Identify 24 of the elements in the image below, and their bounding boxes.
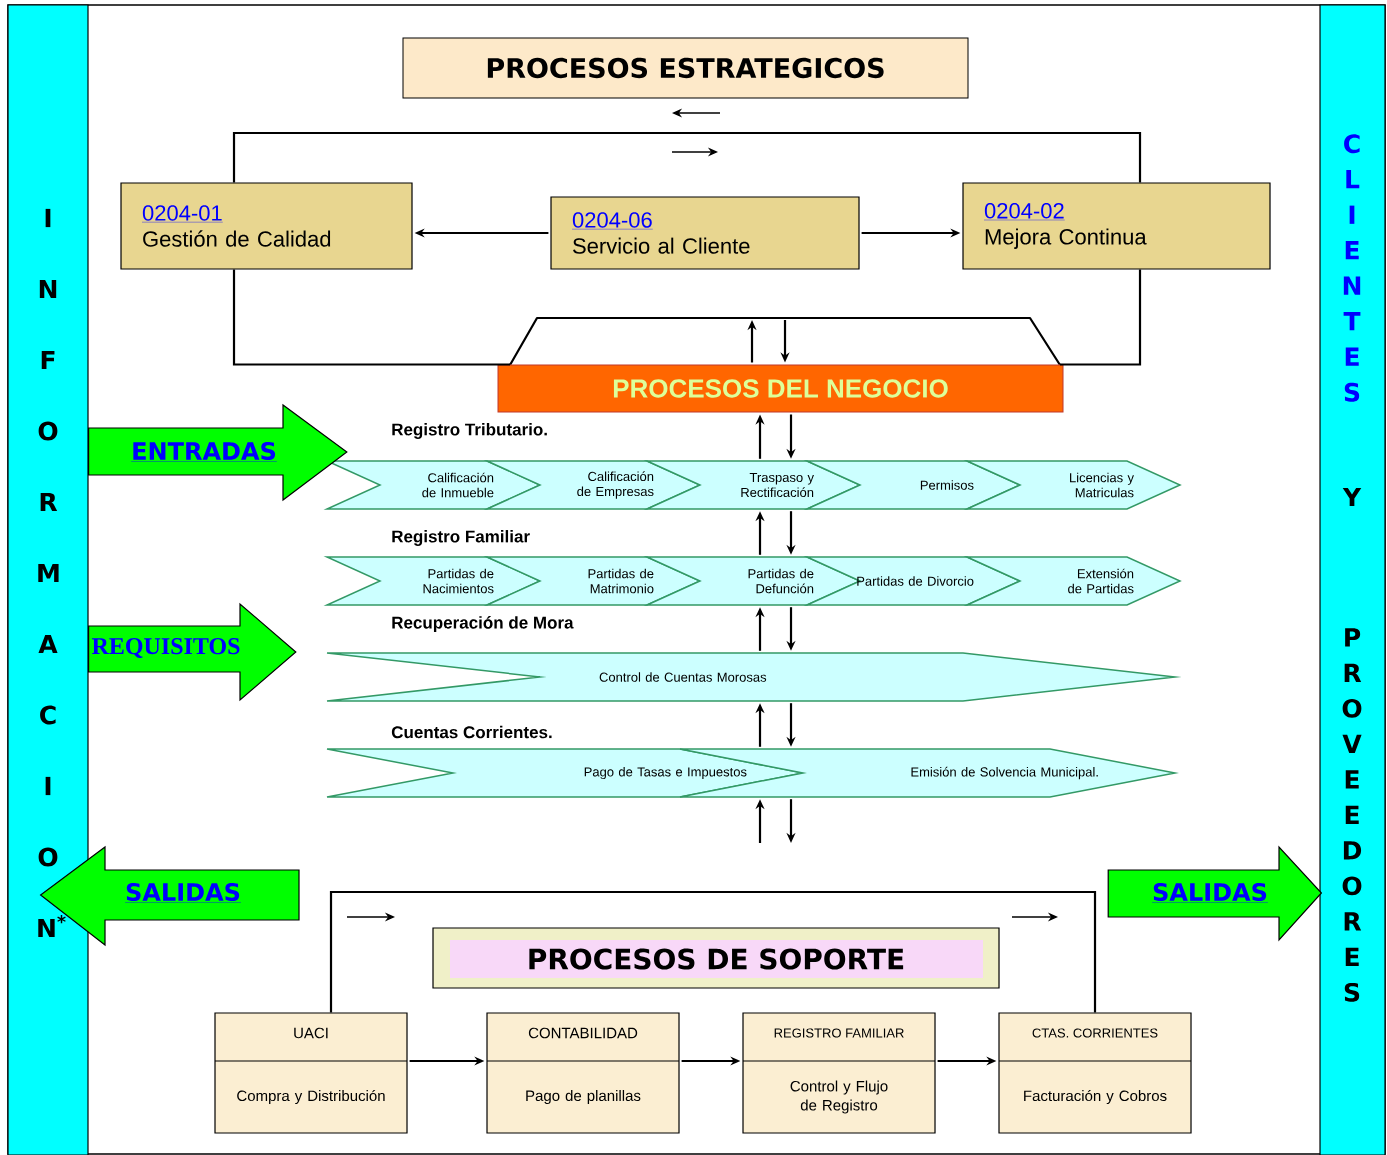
- process-box: UACI Compra y Distribución: [214, 1012, 408, 1134]
- connector-line: [232, 269, 510, 366]
- edge-label: REQUISITOS: [90, 637, 242, 659]
- edge-label: ENTRADAS: [130, 440, 278, 464]
- process-box: CTAS. CORRIENTES Facturación y Cobros: [998, 1012, 1192, 1134]
- edge-label: SALIDAS: [1151, 881, 1269, 905]
- title-box: PROCESOS DE SOPORTE: [432, 927, 1000, 989]
- section-heading: Recuperación de Mora: [392, 616, 574, 632]
- process-box: 0204-02 Mejora Continua: [962, 182, 1271, 270]
- title-box: PROCESOS DEL NEGOCIO: [497, 364, 1064, 413]
- connector-line: [1060, 269, 1142, 366]
- edge-label: SALIDAS: [124, 881, 242, 905]
- process-box: CONTABILIDAD Pago de planillas: [486, 1012, 680, 1134]
- connector-line: [329, 890, 1097, 1013]
- process-box: 0204-01 Gestión de Calidad: [120, 182, 413, 270]
- process-box: 0204-06 Servicio al Cliente: [550, 196, 860, 270]
- title-box: PROCESOS ESTRATEGICOS: [402, 37, 969, 99]
- process-box: REGISTRO FAMILIAR Control y Flujo de Registro: [742, 1012, 936, 1134]
- section-heading: Registro Tributario.: [392, 423, 547, 439]
- side-band: I N F O R M A C I O N$^{*}$: [7, 4, 89, 1155]
- side-band: C L I E N T E S Y P R O V E E D O R E S: [1319, 4, 1386, 1155]
- section-heading: Registro Familiar: [392, 530, 530, 546]
- connector-line: [232, 131, 1142, 183]
- section-heading: Cuentas Corrientes.: [391, 725, 552, 739]
